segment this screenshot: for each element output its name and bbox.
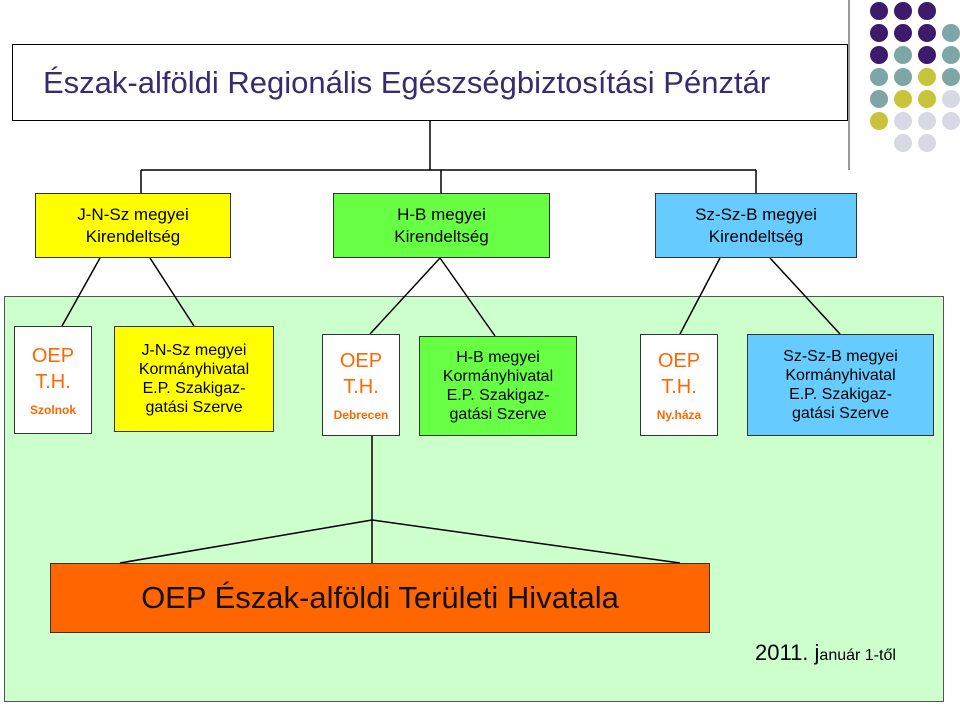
dot — [942, 90, 960, 108]
dot — [894, 2, 912, 20]
dot — [894, 24, 912, 42]
office-jnsz-kirendeltseg: J-N-Sz megyei Kirendeltség — [35, 193, 231, 258]
oep-unit-debrecen: OEP T.H. Debrecen — [322, 334, 400, 436]
office-label: Sz-Sz-B megyei — [695, 204, 817, 224]
dot — [894, 46, 912, 64]
office-hb-kirendeltseg: H-B megyei Kirendeltség — [333, 193, 550, 258]
page-title: Észak-alföldi Regionális Egészségbiztosí… — [43, 64, 771, 100]
city-label: Debrecen — [333, 408, 389, 422]
dot — [918, 90, 936, 108]
dot — [870, 90, 888, 108]
dot — [870, 46, 888, 64]
date-big: 2011. j — [755, 640, 820, 665]
office-line: gatási Szerve — [449, 406, 547, 423]
gov-office-szszb: Sz-Sz-B megyei Kormányhivatal E.P. Szaki… — [747, 334, 934, 436]
office-label: Kirendeltség — [394, 226, 489, 246]
dot — [894, 112, 912, 130]
office-label: Kirendeltség — [85, 226, 181, 246]
office-line: gatási Szerve — [145, 399, 243, 416]
office-line: Sz-Sz-B megyei — [783, 348, 898, 365]
date-small: anuár 1-től — [819, 647, 896, 664]
office-line: H-B megyei — [456, 349, 540, 366]
dot — [894, 90, 912, 108]
dot — [918, 68, 936, 86]
office-line: E.P. Szakigaz- — [446, 387, 550, 404]
dot — [894, 134, 912, 152]
decorative-dot-grid — [860, 0, 960, 152]
dot — [870, 2, 888, 20]
title-box: Észak-alföldi Regionális Egészségbiztosí… — [12, 44, 848, 121]
dot — [918, 24, 936, 42]
dot — [918, 2, 936, 20]
dot — [942, 24, 960, 42]
dot — [918, 134, 936, 152]
th-label: T.H. — [661, 376, 697, 398]
dot — [942, 112, 960, 130]
office-line: Kormányhivatal — [138, 361, 250, 378]
dot — [894, 68, 912, 86]
oep-main-office: OEP Észak-alföldi Területi Hivatala — [50, 563, 710, 633]
dot — [942, 46, 960, 64]
city-label: Szolnok — [29, 403, 76, 417]
office-line: E.P. Szakigaz- — [142, 380, 246, 397]
oep-unit-nyhaza: OEP T.H. Ny.háza — [640, 334, 718, 436]
dot — [870, 112, 888, 130]
office-line: Kormányhivatal — [785, 367, 896, 384]
th-label: T.H. — [343, 376, 379, 398]
office-label: J-N-Sz megyei — [77, 204, 189, 224]
dot — [870, 68, 888, 86]
dot — [918, 46, 936, 64]
dot — [942, 68, 960, 86]
dot — [870, 24, 888, 42]
divider-line — [848, 0, 850, 170]
office-line: E.P. Szakigaz- — [789, 386, 892, 403]
oep-main-label: OEP Észak-alföldi Területi Hivatala — [141, 580, 619, 615]
th-label: T.H. — [35, 371, 71, 393]
office-label: Kirendeltség — [708, 226, 804, 246]
oep-label: OEP — [657, 350, 701, 372]
office-line: J-N-Sz megyei — [141, 342, 247, 359]
date-label: 2011. január 1-től — [755, 640, 896, 666]
office-line: Kormányhivatal — [442, 368, 554, 385]
dot — [918, 112, 936, 130]
gov-office-hb: H-B megyei Kormányhivatal E.P. Szakigaz-… — [419, 336, 577, 436]
office-label: H-B megyei — [397, 204, 486, 224]
office-szszb-kirendeltseg: Sz-Sz-B megyei Kirendeltség — [655, 193, 857, 258]
city-label: Ny.háza — [656, 408, 702, 422]
gov-office-jnsz: J-N-Sz megyei Kormányhivatal E.P. Szakig… — [114, 326, 274, 432]
oep-unit-szolnok: OEP T.H. Szolnok — [14, 326, 92, 434]
office-line: gatási Szerve — [792, 405, 889, 422]
oep-label: OEP — [339, 350, 383, 372]
oep-label: OEP — [31, 345, 75, 367]
